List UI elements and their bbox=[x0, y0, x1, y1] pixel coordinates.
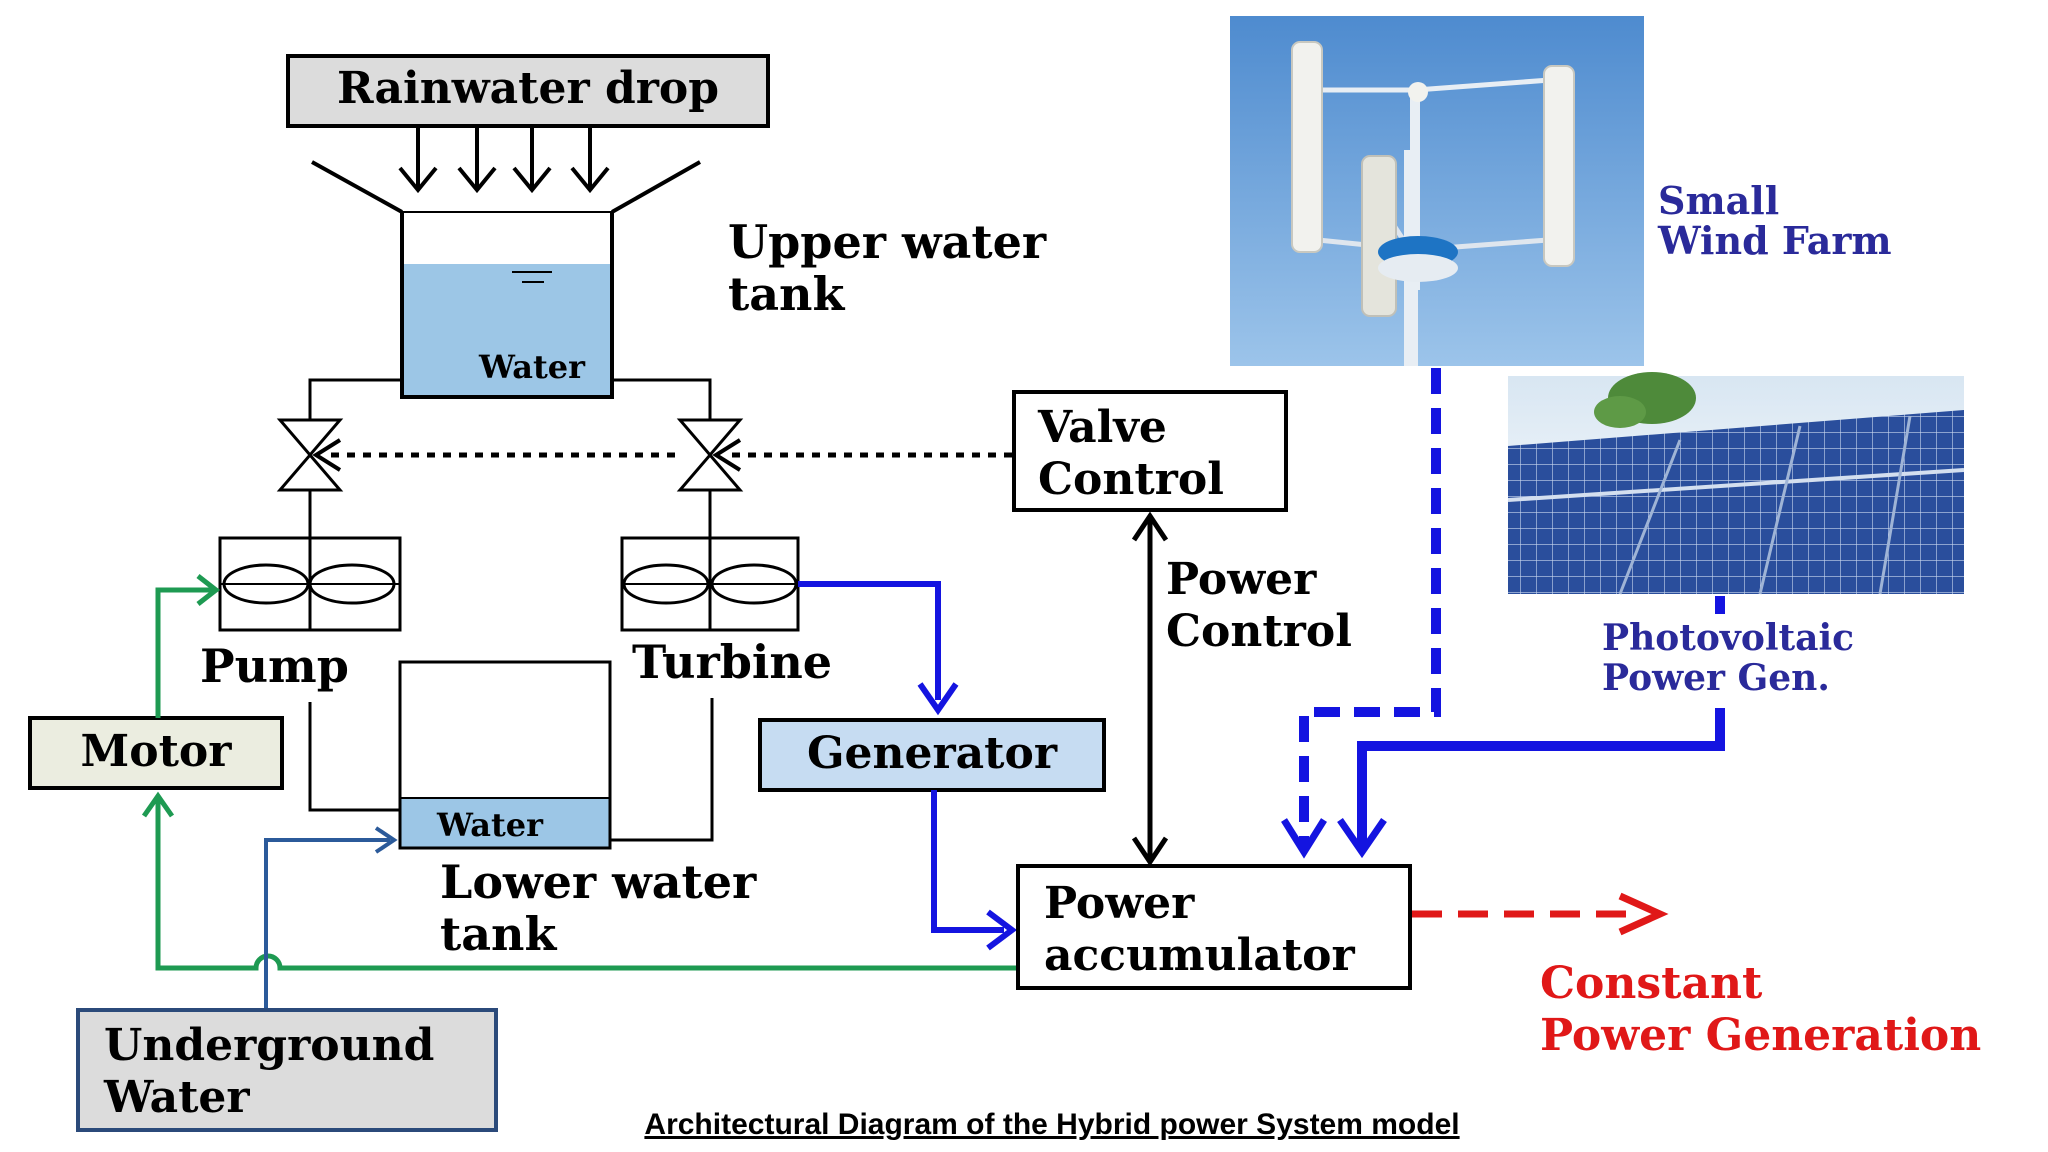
valve-stems bbox=[308, 490, 712, 540]
power-control-arrow bbox=[1131, 511, 1169, 867]
diagram-caption: Architectural Diagram of the Hybrid powe… bbox=[644, 1108, 1459, 1141]
turbine-icon bbox=[620, 536, 800, 632]
power-accumulator-label-1: Power bbox=[1044, 878, 1195, 929]
power-accumulator-label-2: accumulator bbox=[1044, 930, 1356, 981]
valve-control-label-1: Valve bbox=[1037, 402, 1167, 453]
dotted-arrowheads bbox=[312, 438, 742, 472]
underground-water-label-1: Underground bbox=[104, 1020, 434, 1071]
pump-label: Pump bbox=[200, 639, 349, 693]
power-control-label-2: Control bbox=[1166, 606, 1352, 657]
upper-water-tank: Water bbox=[311, 160, 701, 399]
lower-water-tank: Water bbox=[308, 660, 714, 850]
constant-output-arrow bbox=[1412, 892, 1669, 936]
right-valve-icon bbox=[676, 418, 744, 492]
rainwater-drop-box: Rainwater drop bbox=[286, 54, 770, 128]
valve-control-label-2: Control bbox=[1038, 454, 1224, 505]
motor-box: Motor bbox=[28, 716, 284, 790]
power-accumulator-box: Power accumulator bbox=[1016, 864, 1412, 990]
upper-pipes bbox=[308, 378, 712, 425]
lower-tank-label-2: tank bbox=[440, 907, 557, 961]
turbine-label: Turbine bbox=[632, 635, 832, 689]
pv-to-accumulator-line bbox=[1337, 596, 1725, 859]
lower-tank-label-1: Lower water bbox=[440, 855, 757, 909]
upper-tank-label-1: Upper water bbox=[728, 215, 1047, 269]
upper-water-label: Water bbox=[478, 348, 586, 386]
motor-label: Motor bbox=[81, 726, 233, 777]
rain-arrows bbox=[398, 128, 610, 194]
generator-box: Generator bbox=[758, 718, 1106, 792]
solar-panel-image bbox=[1507, 372, 1965, 595]
underground-pipe bbox=[264, 826, 398, 1012]
power-control-label-1: Power bbox=[1166, 554, 1317, 605]
pump-icon bbox=[218, 536, 402, 632]
blue-connectors bbox=[798, 581, 1017, 951]
pv-label-1: Photovoltaic bbox=[1602, 617, 1854, 659]
valve-control-box: Valve Control bbox=[1012, 390, 1288, 512]
constant-power-label-2: Power Generation bbox=[1540, 1010, 1981, 1061]
lower-water-label: Water bbox=[436, 806, 544, 844]
underground-water-label-2: Water bbox=[103, 1072, 250, 1123]
generator-label: Generator bbox=[807, 728, 1058, 779]
upper-tank-label-2: tank bbox=[728, 267, 845, 321]
wind-to-accumulator-line bbox=[1281, 368, 1441, 859]
pv-label-2: Power Gen. bbox=[1602, 657, 1830, 699]
wind-farm-label-1: Small bbox=[1658, 178, 1779, 223]
underground-water-box: Underground Water bbox=[76, 1008, 498, 1132]
wind-turbine-image bbox=[1230, 16, 1644, 366]
rainwater-drop-label: Rainwater drop bbox=[337, 63, 719, 114]
wind-farm-label-2: Wind Farm bbox=[1657, 218, 1892, 263]
constant-power-label-1: Constant bbox=[1540, 958, 1763, 1009]
